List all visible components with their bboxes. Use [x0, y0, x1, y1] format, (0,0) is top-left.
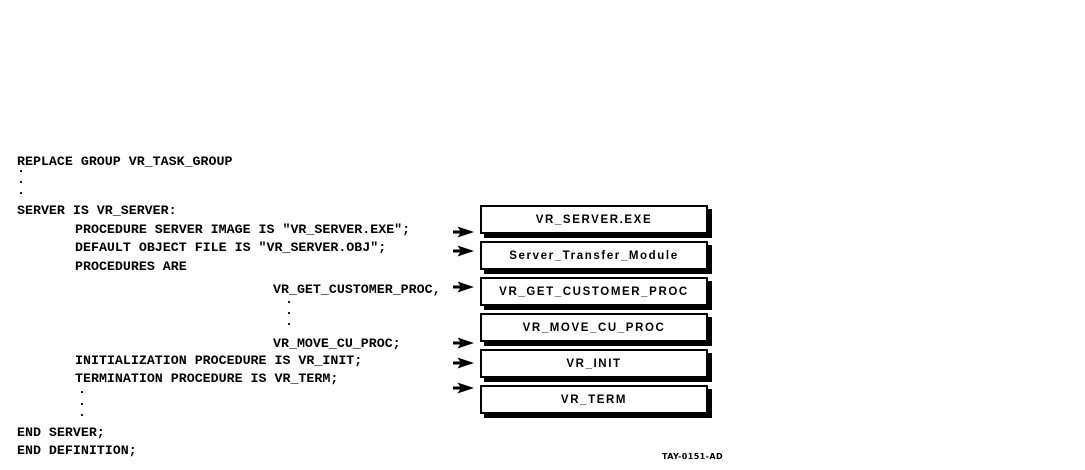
code-line: SERVER IS VR_SERVER: — [17, 203, 177, 218]
code-line: TERMINATION PROCEDURE IS VR_TERM; — [75, 371, 339, 386]
ellipsis-dot: . — [17, 183, 25, 198]
code-line: VR_MOVE_CU_PROC; — [273, 336, 401, 351]
module-label: VR_INIT — [566, 357, 622, 370]
module-label: VR_GET_CUSTOMER_PROC — [499, 285, 689, 298]
code-line: DEFAULT OBJECT FILE IS "VR_SERVER.OBJ"; — [75, 240, 387, 255]
module-box-init: VR_INIT — [480, 349, 708, 378]
right-arrow-icon — [453, 357, 474, 369]
ellipsis-dot: . — [285, 314, 293, 329]
module-box-server-exe: VR_SERVER.EXE — [480, 205, 708, 234]
right-arrow-icon — [453, 245, 474, 257]
code-line: REPLACE GROUP VR_TASK_GROUP — [17, 154, 233, 169]
ellipsis-dot: . — [17, 161, 25, 176]
code-line: PROCEDURES ARE — [75, 259, 187, 274]
module-label: VR_MOVE_CU_PROC — [522, 321, 666, 334]
module-box-move-cu: VR_MOVE_CU_PROC — [480, 313, 708, 342]
code-line: PROCEDURE SERVER IMAGE IS "VR_SERVER.EXE… — [75, 222, 411, 237]
ellipsis-dot: . — [285, 303, 293, 318]
code-line: END DEFINITION; — [17, 443, 137, 458]
module-label: VR_TERM — [560, 393, 628, 406]
module-box-get-customer: VR_GET_CUSTOMER_PROC — [480, 277, 708, 306]
ellipsis-dot: . — [78, 382, 86, 397]
module-box-transfer-module: Server_Transfer_Module — [480, 241, 708, 270]
module-box-term: VR_TERM — [480, 385, 708, 414]
right-arrow-icon — [453, 382, 474, 394]
module-label: VR_SERVER.EXE — [535, 213, 653, 226]
ellipsis-dot: . — [285, 292, 293, 307]
ellipsis-dot: . — [17, 172, 25, 187]
code-line: INITIALIZATION PROCEDURE IS VR_INIT; — [75, 353, 363, 368]
figure-tag: TAY-0151-AD — [661, 452, 723, 461]
right-arrow-icon — [453, 337, 474, 349]
code-line: VR_GET_CUSTOMER_PROC, — [273, 282, 441, 297]
right-arrow-icon — [453, 281, 474, 293]
ellipsis-dot: . — [78, 405, 86, 420]
right-arrow-icon — [453, 226, 474, 238]
ellipsis-dot: . — [78, 394, 86, 409]
code-line: END SERVER; — [17, 425, 105, 440]
module-label: Server_Transfer_Module — [509, 249, 679, 262]
